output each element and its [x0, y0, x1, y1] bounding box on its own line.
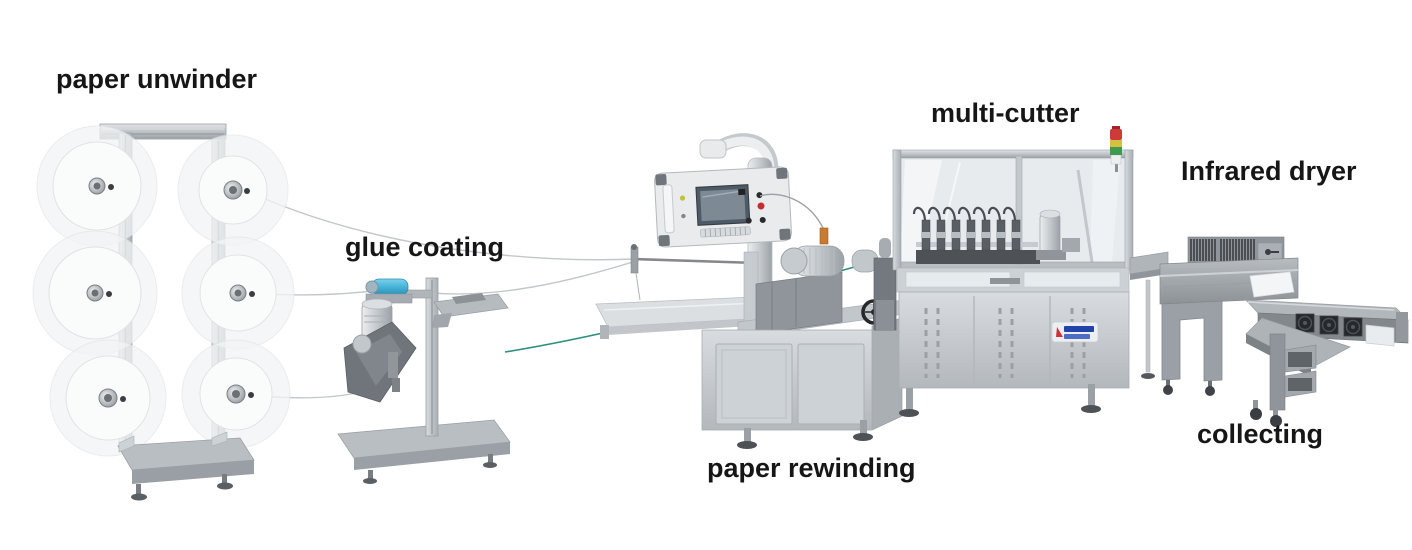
rewinder-cabinet — [701, 317, 903, 449]
glue-tray — [432, 293, 509, 328]
label-paper-rewinding: paper rewinding — [707, 453, 916, 483]
rewinder-spindle — [630, 244, 760, 301]
brand-logo — [1051, 321, 1099, 343]
label-paper-unwinder: paper unwinder — [56, 64, 258, 94]
label-glue-coating: glue coating — [345, 232, 505, 262]
cutter-head — [972, 206, 991, 251]
cooling-fan — [1343, 317, 1363, 337]
cutter-head — [957, 206, 976, 251]
paper-web-line — [407, 260, 637, 295]
cutter-head — [912, 206, 931, 251]
cutter-side-unit — [873, 238, 897, 331]
signal-red — [1110, 129, 1122, 140]
glue-roller — [365, 278, 413, 304]
label-collecting: collecting — [1197, 419, 1324, 449]
multi-cutter-machine — [873, 126, 1134, 417]
cooling-fan — [1319, 315, 1339, 335]
paper-web-line — [246, 190, 637, 261]
cutter-window-band — [896, 267, 1130, 293]
paper-unwinder-machine — [32, 123, 295, 501]
cutter-motor — [1036, 209, 1080, 260]
panel-buttons — [679, 188, 766, 224]
paper-sheet — [1249, 271, 1295, 298]
paper-roll — [177, 134, 289, 246]
signal-green — [1110, 147, 1122, 155]
label-infrared-dryer: Infrared dryer — [1181, 156, 1357, 186]
signal-tower-light — [1110, 126, 1122, 172]
signal-yellow — [1110, 140, 1122, 147]
cutter-head — [987, 206, 1006, 251]
glue-applicator — [343, 321, 417, 403]
rewinder-table — [595, 296, 767, 339]
paper-rewinding-machine — [595, 133, 905, 449]
paper-roll — [32, 230, 158, 356]
unwinder-base — [117, 431, 255, 501]
cutter-head — [1002, 206, 1021, 251]
dryer-legs — [1161, 300, 1223, 396]
control-panel — [654, 166, 792, 248]
dryer-infeed-bridge — [1129, 251, 1169, 379]
dryer-body — [1159, 257, 1299, 305]
glue-base — [337, 419, 511, 484]
cutter-heads — [912, 206, 1080, 264]
paper-roll — [49, 339, 167, 457]
paper-roll — [36, 125, 158, 247]
infrared-dryer-machine — [1129, 236, 1299, 396]
collecting-machine — [1245, 299, 1409, 427]
label-multi-cutter: multi-cutter — [931, 98, 1080, 128]
collecting-chute — [1245, 317, 1351, 427]
collecting-bin — [1365, 324, 1395, 347]
panel-keypad — [699, 226, 751, 238]
glue-coating-machine — [337, 277, 511, 484]
paper-roll — [181, 236, 295, 350]
cutter-cabinet — [898, 291, 1130, 417]
cooling-fan — [1295, 313, 1315, 333]
control-screen — [695, 184, 751, 226]
cutter-head — [927, 206, 946, 251]
paper-roll — [181, 339, 291, 449]
cutter-head — [942, 206, 961, 251]
